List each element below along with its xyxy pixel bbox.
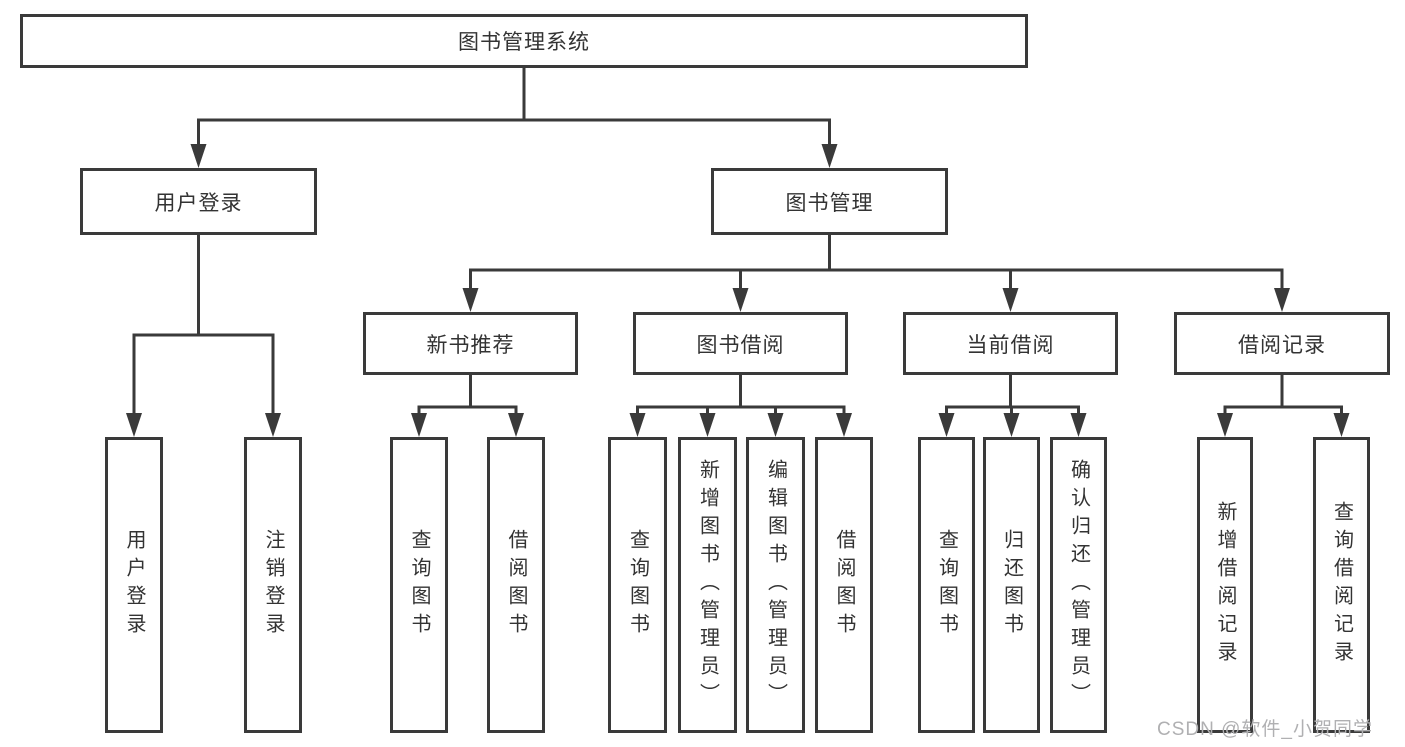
- leaf-query-borrow-record-label: 查询借阅记录: [1330, 501, 1353, 669]
- leaf-query-borrow-record: 查询借阅记录: [1313, 437, 1370, 733]
- leaf-query-books-2: 查询图书: [608, 437, 667, 733]
- leaf-add-borrow-record: 新增借阅记录: [1197, 437, 1253, 733]
- leaf-borrow-books-2: 借阅图书: [815, 437, 873, 733]
- leaf-edit-books-admin: 编辑图书（管理员）: [746, 437, 805, 733]
- node-root-label: 图书管理系统: [458, 31, 590, 54]
- leaf-borrow-books-2-label: 借阅图书: [833, 529, 855, 641]
- node-book-management: 图书管理: [711, 168, 948, 235]
- node-book-management-label: 图书管理: [785, 191, 874, 215]
- node-user-login-label: 用户登录: [154, 191, 243, 215]
- leaf-confirm-return-admin-label: 确认归还（管理员）: [1067, 459, 1090, 711]
- leaf-confirm-return-admin: 确认归还（管理员）: [1050, 437, 1107, 733]
- leaf-return-books: 归还图书: [983, 437, 1040, 733]
- leaf-query-books-3-label: 查询图书: [935, 529, 958, 641]
- node-current-borrowing: 当前借阅: [903, 312, 1118, 375]
- leaf-borrow-books-1: 借阅图书: [487, 437, 545, 733]
- leaf-logout: 注销登录: [244, 437, 302, 733]
- node-new-book-recommend: 新书推荐: [363, 312, 578, 375]
- leaf-query-books-2-label: 查询图书: [626, 529, 649, 641]
- node-root-system: 图书管理系统: [20, 14, 1028, 68]
- leaf-query-books-3: 查询图书: [918, 437, 975, 733]
- leaf-user-login: 用户登录: [105, 437, 163, 733]
- node-user-login: 用户登录: [80, 168, 317, 235]
- node-borrow-records: 借阅记录: [1174, 312, 1390, 375]
- leaf-return-books-label: 归还图书: [1000, 529, 1023, 641]
- node-book-borrowing-label: 图书借阅: [696, 333, 785, 357]
- node-current-borrowing-label: 当前借阅: [966, 333, 1055, 357]
- leaf-user-login-label: 用户登录: [123, 529, 145, 641]
- leaf-borrow-books-1-label: 借阅图书: [505, 529, 527, 641]
- leaf-add-books-admin: 新增图书（管理员）: [678, 437, 737, 733]
- leaf-query-books-1-label: 查询图书: [408, 529, 430, 641]
- node-book-borrowing: 图书借阅: [633, 312, 848, 375]
- leaf-logout-label: 注销登录: [262, 529, 284, 641]
- leaf-add-borrow-record-label: 新增借阅记录: [1214, 501, 1236, 669]
- node-borrow-records-label: 借阅记录: [1238, 333, 1326, 357]
- leaf-add-books-admin-label: 新增图书（管理员）: [696, 459, 719, 711]
- csdn-watermark: CSDN @软件_小贺同学: [1157, 719, 1373, 740]
- node-new-book-recommend-label: 新书推荐: [426, 333, 515, 357]
- leaf-query-books-1: 查询图书: [390, 437, 448, 733]
- leaf-edit-books-admin-label: 编辑图书（管理员）: [764, 459, 787, 711]
- arrowheads: [126, 144, 1350, 437]
